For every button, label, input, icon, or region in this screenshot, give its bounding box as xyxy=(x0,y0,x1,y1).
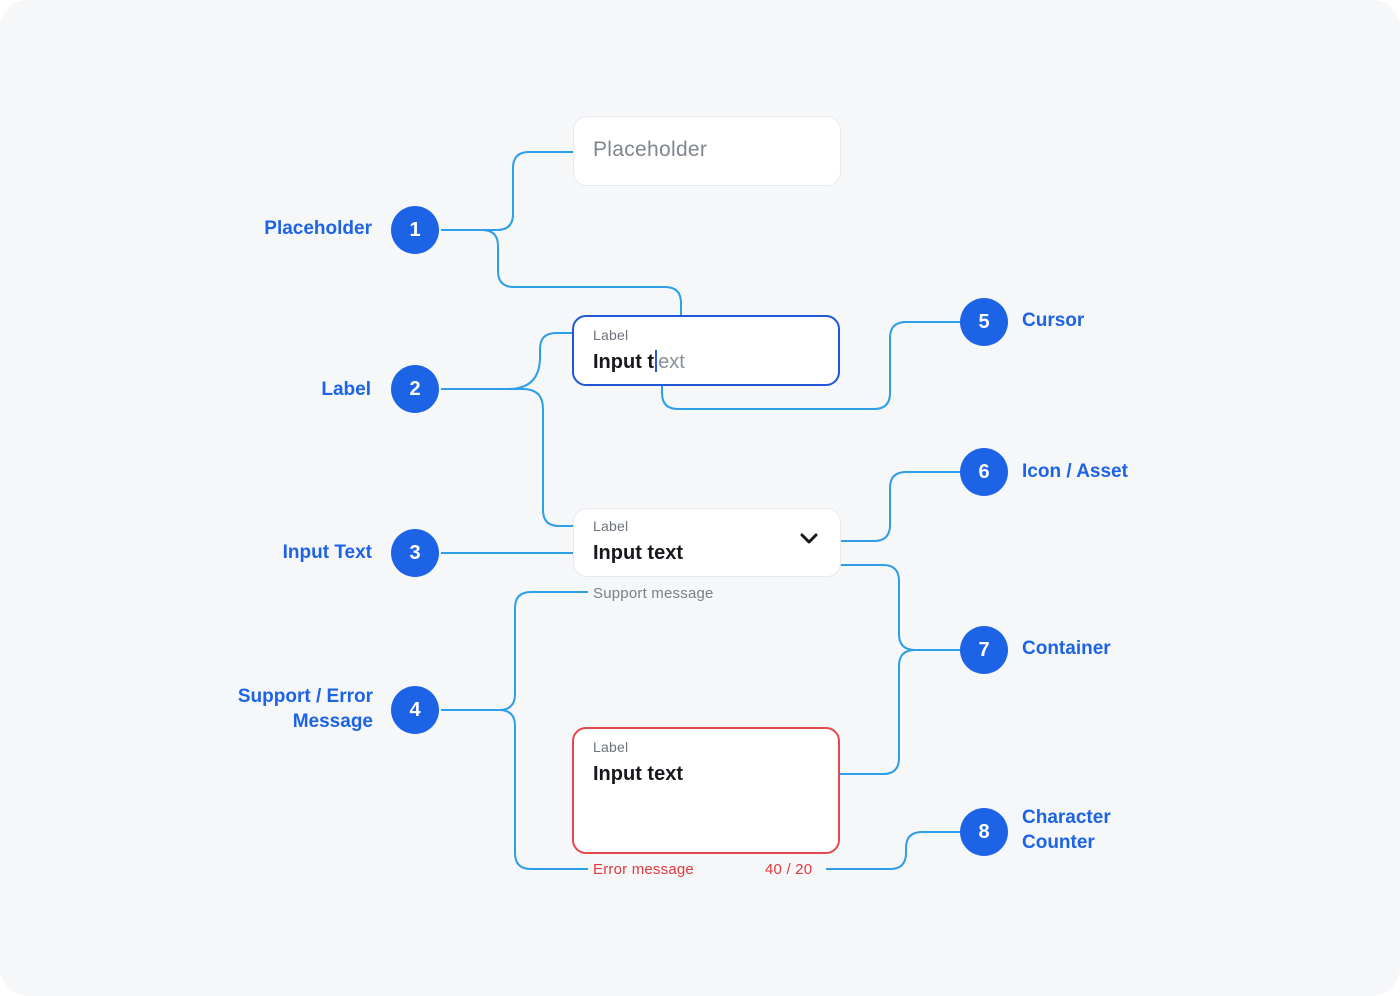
connector-8 xyxy=(826,831,960,870)
connector-5 xyxy=(661,321,960,410)
typed-text: Input t xyxy=(593,351,655,373)
character-counter: 40 / 20 xyxy=(765,861,813,878)
callout-badge-3: 3 xyxy=(391,529,439,577)
callout-badge-2: 2 xyxy=(391,365,439,413)
error-textarea[interactable]: Label Input text xyxy=(572,727,840,854)
connector-1b xyxy=(441,229,682,348)
callout-label-icon-asset: Icon / Asset xyxy=(1022,461,1128,482)
connector-2a xyxy=(441,332,588,390)
callout-badge-4: 4 xyxy=(391,686,439,734)
field-label: Label xyxy=(593,518,629,534)
callout-label-container: Container xyxy=(1022,638,1111,659)
remaining-text: ext xyxy=(658,351,685,373)
dropdown-input[interactable]: Label Input text xyxy=(573,508,841,577)
placeholder-input[interactable]: Placeholder xyxy=(573,116,841,186)
field-value: Input text xyxy=(593,763,683,785)
field-label: Label xyxy=(593,327,629,343)
field-label: Label xyxy=(593,739,629,755)
connector-4a xyxy=(441,591,588,711)
chevron-down-icon[interactable] xyxy=(800,533,818,545)
connector-6 xyxy=(840,471,960,542)
text-cursor xyxy=(655,350,658,372)
connector-2b xyxy=(441,388,588,527)
support-message: Support message xyxy=(593,585,714,602)
callout-badge-1: 1 xyxy=(391,206,439,254)
connector-4b xyxy=(441,709,588,870)
callout-badge-7: 7 xyxy=(960,626,1008,674)
callout-badge-5: 5 xyxy=(960,298,1008,346)
callout-badge-6: 6 xyxy=(960,448,1008,496)
callout-badge-8: 8 xyxy=(960,808,1008,856)
callout-label-placeholder: Placeholder xyxy=(264,218,372,239)
connector-7b xyxy=(840,649,960,775)
error-message: Error message xyxy=(593,861,694,878)
connector-1a xyxy=(441,151,588,231)
field-value: Input text xyxy=(593,542,683,564)
callout-label-input-text: Input Text xyxy=(282,542,372,563)
callout-label-cursor: Cursor xyxy=(1022,310,1085,331)
placeholder-text: Placeholder xyxy=(593,138,708,161)
callout-label-character-counter: Character Counter xyxy=(1022,807,1111,853)
callout-label-label: Label xyxy=(321,379,371,400)
callout-label-support-error: Support / Error Message xyxy=(237,686,373,732)
connector-7a xyxy=(838,564,960,651)
